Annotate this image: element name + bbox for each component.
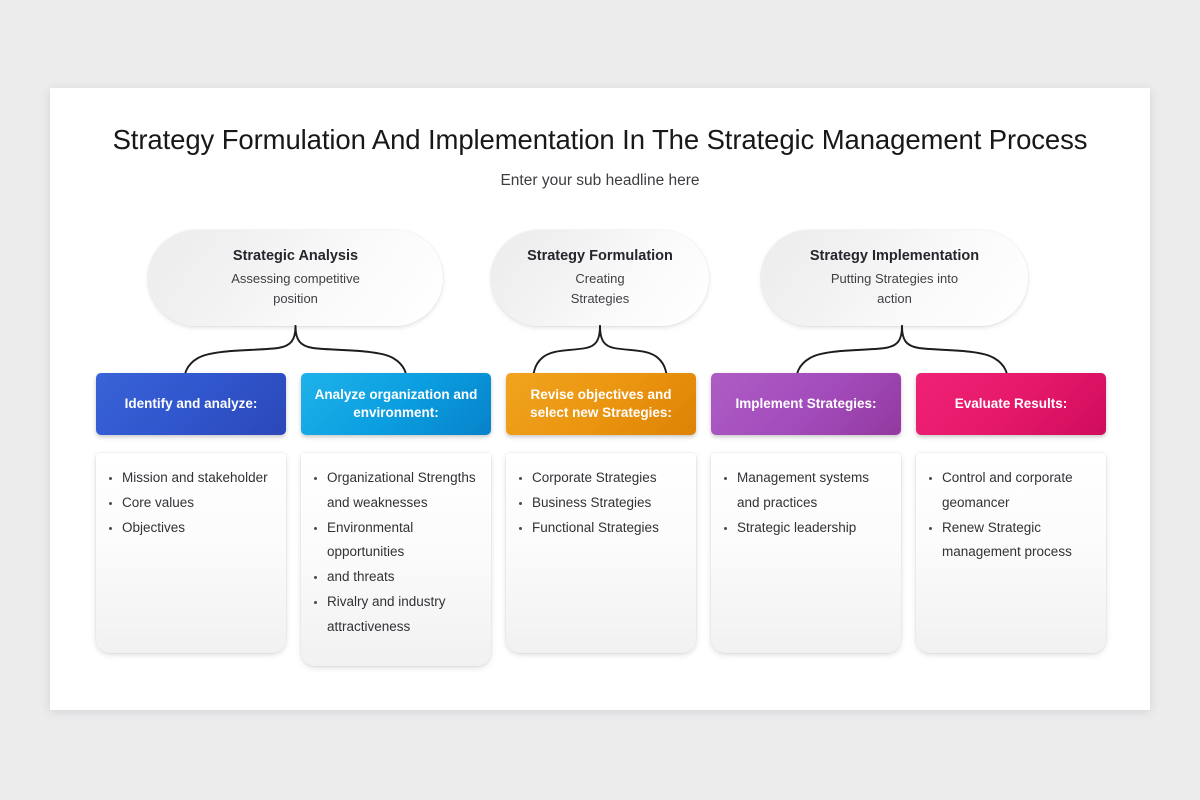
- column-evaluate-results: Evaluate Results: Control and corporate …: [916, 373, 1106, 653]
- list-item: and threats: [305, 565, 485, 590]
- column-identify-and-analyze: Identify and analyze: Mission and stakeh…: [96, 373, 286, 653]
- stage-pill-title: Strategy Formulation: [527, 247, 673, 264]
- list-item: Corporate Strategies: [510, 466, 690, 491]
- list-item: Core values: [100, 491, 280, 516]
- list-item: Strategic leadership: [715, 516, 895, 541]
- list-item: Objectives: [100, 516, 280, 541]
- bullet-list: Mission and stakeholder Core values Obje…: [100, 466, 280, 540]
- column-body-revise-objectives-and-select-new-strategies: Corporate Strategies Business Strategies…: [506, 453, 696, 653]
- stage-pill-strategic-analysis[interactable]: Strategic Analysis Assessing competitive…: [148, 230, 443, 326]
- bullet-list: Management systems and practices Strateg…: [715, 466, 895, 540]
- list-item: Renew Strategic management process: [920, 516, 1100, 566]
- list-item: Management systems and practices: [715, 466, 895, 516]
- slide-canvas: Strategy Formulation And Implementation …: [50, 88, 1150, 710]
- page-subtitle: Enter your sub headline here: [500, 172, 700, 189]
- column-body-evaluate-results: Control and corporate geomancer Renew St…: [916, 453, 1106, 653]
- stage-pill-title: Strategic Analysis: [232, 247, 359, 264]
- bullet-list: Corporate Strategies Business Strategies…: [510, 466, 690, 540]
- list-item: Environmental opportunities: [305, 516, 485, 566]
- list-item: Functional Strategies: [510, 516, 690, 541]
- stage-pill-title: Strategy Implementation: [809, 247, 980, 264]
- list-item: Rivalry and industry attractiveness: [305, 590, 485, 640]
- column-implement-strategies: Implement Strategies: Management systems…: [711, 373, 901, 653]
- stage-pill-subtitle: Putting Strategies into action: [830, 270, 959, 306]
- column-header-implement-strategies[interactable]: Implement Strategies:: [711, 373, 901, 435]
- column-revise-objectives-and-select-new-strategies: Revise objectives and select new Strateg…: [506, 373, 696, 653]
- column-analyze-organization-and-environment: Analyze organization and environment: Or…: [301, 373, 491, 666]
- list-item: Control and corporate geomancer: [920, 466, 1100, 516]
- stage-pill-strategy-implementation[interactable]: Strategy Implementation Putting Strategi…: [761, 230, 1028, 326]
- list-item: Business Strategies: [510, 491, 690, 516]
- list-item: Mission and stakeholder: [100, 466, 280, 491]
- page-title: Strategy Formulation And Implementation …: [112, 124, 1088, 155]
- bullet-list: Control and corporate geomancer Renew St…: [920, 466, 1100, 565]
- column-body-implement-strategies: Management systems and practices Strateg…: [711, 453, 901, 653]
- column-header-revise-objectives-and-select-new-strategies[interactable]: Revise objectives and select new Strateg…: [506, 373, 696, 435]
- list-item: Organizational Strengths and weaknesses: [305, 466, 485, 516]
- column-body-identify-and-analyze: Mission and stakeholder Core values Obje…: [96, 453, 286, 653]
- stage-pill-subtitle: Creating Strategies: [570, 270, 630, 306]
- column-body-analyze-organization-and-environment: Organizational Strengths and weaknesses …: [301, 453, 491, 666]
- column-header-evaluate-results[interactable]: Evaluate Results:: [916, 373, 1106, 435]
- bullet-list: Organizational Strengths and weaknesses …: [305, 466, 485, 640]
- stage-pill-subtitle: Assessing competitive position: [231, 270, 360, 306]
- stage-pill-strategy-formulation[interactable]: Strategy Formulation Creating Strategies: [491, 230, 709, 326]
- column-header-identify-and-analyze[interactable]: Identify and analyze:: [96, 373, 286, 435]
- column-header-analyze-organization-and-environment[interactable]: Analyze organization and environment:: [301, 373, 491, 435]
